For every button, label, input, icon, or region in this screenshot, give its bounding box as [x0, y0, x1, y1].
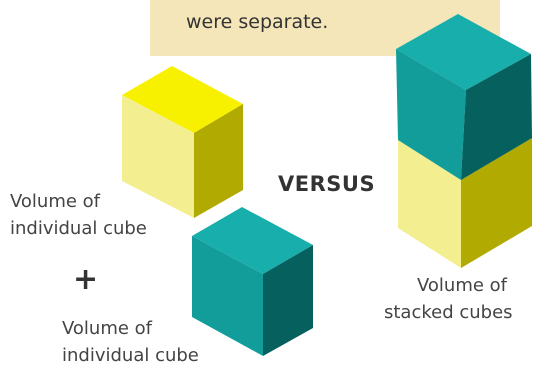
yellow-cube-side — [194, 104, 243, 218]
cube1-label-line2: individual cube — [10, 218, 147, 239]
stacked-yellow-front — [398, 140, 461, 268]
cube2-label-line1: Volume of — [62, 318, 153, 339]
teal-cube-front — [192, 236, 263, 356]
stacked-teal-side — [461, 54, 532, 180]
teal-cube-side — [263, 245, 313, 356]
yellow-individual-cube — [122, 66, 243, 218]
stacked-yellow-side — [461, 138, 532, 268]
cube1-label-line1: Volume of — [10, 191, 101, 212]
stacked-teal-top — [396, 14, 531, 90]
stacked-label-line2: stacked cubes — [384, 302, 513, 323]
teal-cube-top — [192, 207, 313, 274]
yellow-cube-top — [122, 66, 243, 133]
teal-individual-cube — [192, 207, 313, 356]
versus-label: VERSUS — [278, 172, 376, 196]
yellow-cube-front — [122, 95, 194, 218]
stacked-label-line1: Volume of — [417, 275, 508, 296]
stacked-teal-front — [396, 49, 466, 180]
plus-sign: + — [73, 262, 99, 297]
note-text: were separate. — [186, 11, 329, 33]
cube2-label-line2: individual cube — [62, 345, 199, 366]
stacked-cubes — [396, 14, 532, 268]
